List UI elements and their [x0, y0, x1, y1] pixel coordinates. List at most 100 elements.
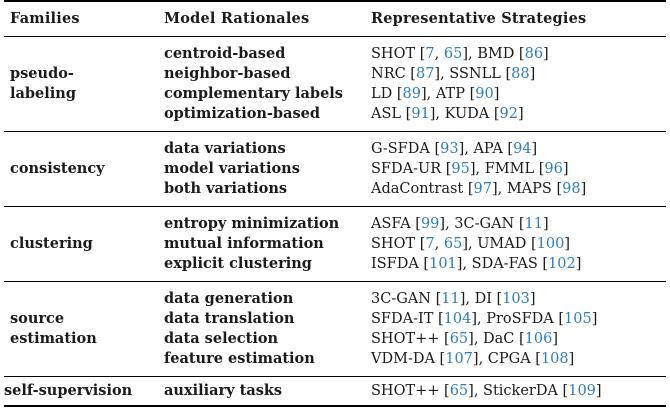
rationale-item: data generation: [164, 290, 294, 307]
strategy-item: ASFA [99], 3C-GAN [11]: [371, 214, 666, 234]
citation-link[interactable]: 104: [443, 311, 472, 327]
citation-link[interactable]: 11: [524, 216, 543, 232]
rationale-item: auxiliary tasks: [164, 382, 283, 399]
citation-link[interactable]: 106: [524, 331, 553, 347]
citation-link[interactable]: 65: [449, 383, 469, 399]
strategy-text: AdaContrast [: [371, 181, 474, 197]
rationales-cell: auxiliary tasks: [164, 377, 371, 407]
rationale-item: explicit clustering: [164, 255, 312, 272]
strategies-cell: G-SFDA [93], APA [94] SFDA-UR [95], FMML …: [371, 132, 666, 207]
citation-link[interactable]: 87: [415, 66, 435, 82]
strategy-text: VDM-DA [: [371, 351, 446, 367]
citation-link[interactable]: 7: [425, 46, 435, 62]
strategy-text: ]: [531, 141, 538, 157]
strategy-item: SFDA-IT [104], ProSFDA [105]: [371, 309, 666, 329]
citation-link[interactable]: 92: [499, 106, 518, 122]
citation-link[interactable]: 88: [511, 66, 530, 82]
strategy-item: ISFDA [101], SDA-FAS [102]: [371, 254, 666, 274]
citation-link[interactable]: 86: [524, 46, 544, 62]
citation-link[interactable]: 65: [443, 236, 463, 252]
citation-link[interactable]: 65: [443, 46, 463, 62]
citation-link[interactable]: 102: [548, 256, 576, 272]
rationale-item: complementary labels: [164, 85, 343, 102]
rationale-item: model variations: [164, 160, 300, 177]
citation-link[interactable]: 11: [441, 291, 460, 307]
strategies-cell: ASFA [99], 3C-GAN [11] SHOT [7, 65], UMAD…: [371, 207, 666, 282]
rationale-item: data selection: [164, 330, 279, 347]
strategy-text: ]: [542, 216, 549, 232]
strategy-text: ], DI [: [459, 291, 503, 307]
rationale-item: centroid-based: [164, 45, 286, 62]
citation-link[interactable]: 99: [420, 216, 440, 232]
strategy-text: ]: [580, 181, 587, 197]
strategy-text: ,: [434, 236, 444, 252]
header-row: Families Model Rationales Representative…: [4, 1, 666, 37]
citation-link[interactable]: 90: [475, 86, 494, 102]
rationale-item: data variations: [164, 140, 286, 157]
citation-link[interactable]: 108: [540, 351, 569, 367]
strategies-cell: SHOT++ [65], StickerDA [109]: [371, 377, 666, 407]
citation-link[interactable]: 89: [402, 86, 421, 102]
citation-link[interactable]: 109: [568, 383, 596, 399]
strategy-item: SHOT++ [65], StickerDA [109]: [371, 381, 666, 401]
citation-link[interactable]: 7: [425, 236, 435, 252]
strategy-text: ]: [543, 46, 549, 62]
column-header-families: Families: [4, 1, 164, 37]
strategy-text: ]: [591, 311, 598, 327]
strategy-item: VDM-DA [107], CPGA [108]: [371, 349, 666, 369]
citation-link[interactable]: 101: [429, 256, 457, 272]
citation-link[interactable]: 107: [445, 351, 473, 367]
column-header-model-rationales: Model Rationales: [164, 1, 371, 37]
family-label: estimation: [10, 330, 97, 347]
strategy-text: ], FMML [: [469, 161, 545, 177]
strategy-text: ]: [493, 86, 500, 102]
citation-link[interactable]: 93: [440, 141, 459, 157]
strategy-text: ], UMAD [: [462, 236, 537, 252]
strategy-text: ]: [552, 331, 559, 347]
strategy-text: G-SFDA [: [371, 141, 441, 157]
strategy-text: SHOT++ [: [371, 331, 450, 347]
family-label: pseudo-: [10, 65, 74, 82]
strategy-text: ASL [: [371, 106, 412, 122]
citation-link[interactable]: 97: [473, 181, 492, 197]
strategy-text: SHOT [: [371, 236, 426, 252]
citation-link[interactable]: 94: [513, 141, 532, 157]
strategy-text: SHOT [: [371, 46, 426, 62]
strategy-text: ]: [562, 161, 569, 177]
strategy-text: SFDA-UR [: [371, 161, 452, 177]
citation-link[interactable]: 98: [562, 181, 581, 197]
strategy-item: SHOT [7, 65], BMD [86]: [371, 44, 666, 64]
citation-link[interactable]: 105: [564, 311, 592, 327]
citation-link[interactable]: 91: [411, 106, 430, 122]
strategy-text: ], ATP [: [420, 86, 476, 102]
citation-link[interactable]: 100: [536, 236, 565, 252]
citation-link[interactable]: 96: [544, 161, 563, 177]
taxonomy-table: Families Model Rationales Representative…: [4, 0, 666, 407]
strategy-text: ASFA [: [371, 216, 421, 232]
strategy-text: ], 3C-GAN [: [439, 216, 525, 232]
citation-link[interactable]: 95: [451, 161, 470, 177]
citation-link[interactable]: 103: [502, 291, 530, 307]
strategy-text: ]: [595, 383, 602, 399]
strategy-text: ]: [529, 291, 536, 307]
strategy-text: SHOT++ [: [371, 383, 450, 399]
strategy-text: ], APA [: [458, 141, 514, 157]
strategy-item: 3C-GAN [11], DI [103]: [371, 289, 666, 309]
family-label: self-supervision: [4, 382, 133, 399]
citation-link[interactable]: 65: [449, 331, 469, 347]
strategy-item: NRC [87], SSNLL [88]: [371, 64, 666, 84]
rationale-item: feature estimation: [164, 350, 315, 367]
family-label: consistency: [10, 160, 105, 177]
rationale-item: mutual information: [164, 235, 324, 252]
family-cell: pseudo-labeling: [4, 37, 164, 132]
strategy-text: LD [: [371, 86, 403, 102]
strategy-text: ]: [518, 106, 524, 122]
strategy-text: ], MAPS [: [491, 181, 563, 197]
